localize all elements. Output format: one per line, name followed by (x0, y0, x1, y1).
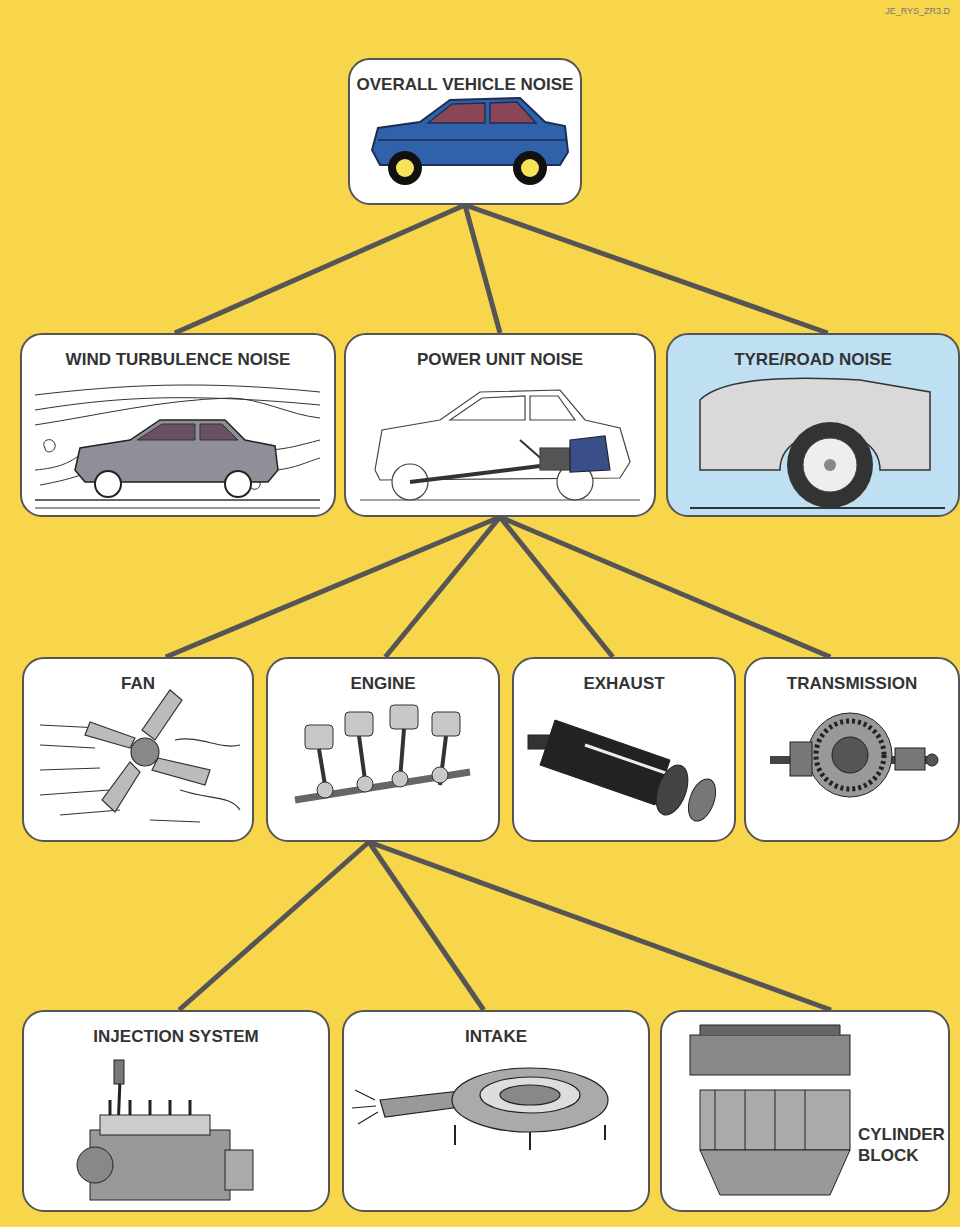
tree-connector (465, 205, 828, 333)
tyre-illustration (690, 378, 945, 508)
node-box: FAN (22, 657, 254, 842)
file-code: JE_RYS_ZR3.D (885, 6, 950, 16)
tree-connector (166, 517, 500, 657)
node-box: OVERALL VEHICLE NOISE (348, 58, 582, 205)
piston-illustration (295, 705, 470, 800)
node-title: INTAKE (344, 1026, 648, 1047)
tree-connector (179, 842, 369, 1010)
node-title: ENGINE (268, 673, 498, 694)
tree-connector (369, 842, 484, 1010)
node-box: TYRE/ROAD NOISE (666, 333, 960, 517)
node-box: ENGINE (266, 657, 500, 842)
node-box: EXHAUST (512, 657, 736, 842)
car-illustration (372, 98, 568, 185)
tree-connector (500, 517, 613, 657)
tree-connector (465, 205, 500, 333)
node-box: INTAKE (342, 1010, 650, 1212)
cylinder-block-illustration (690, 1025, 850, 1195)
fan-illustration (40, 690, 240, 822)
node-title: TRANSMISSION (746, 673, 958, 694)
node-title: CYLINDER BLOCK (858, 1124, 948, 1166)
tree-connector (500, 517, 830, 657)
node-title: INJECTION SYSTEM (24, 1026, 328, 1047)
injection-pump-illustration (77, 1060, 253, 1200)
node-box: INJECTION SYSTEM (22, 1010, 330, 1212)
node-box: CYLINDER BLOCK (660, 1010, 950, 1212)
drivetrain-illustration (360, 390, 640, 500)
node-title: POWER UNIT NOISE (346, 349, 654, 370)
wind-car-illustration (35, 385, 320, 508)
muffler-illustration (528, 720, 721, 825)
node-box: TRANSMISSION (744, 657, 960, 842)
tree-connector (369, 842, 831, 1010)
node-title: EXHAUST (514, 673, 734, 694)
node-box: WIND TURBULENCE NOISE (20, 333, 336, 517)
air-filter-illustration (352, 1068, 608, 1150)
tree-connector (385, 517, 500, 657)
node-title: TYRE/ROAD NOISE (668, 349, 958, 370)
node-title: FAN (24, 673, 252, 694)
node-title: WIND TURBULENCE NOISE (22, 349, 334, 370)
differential-illustration (770, 713, 938, 797)
node-title: OVERALL VEHICLE NOISE (350, 74, 580, 95)
tree-connector (175, 205, 465, 333)
node-box: POWER UNIT NOISE (344, 333, 656, 517)
